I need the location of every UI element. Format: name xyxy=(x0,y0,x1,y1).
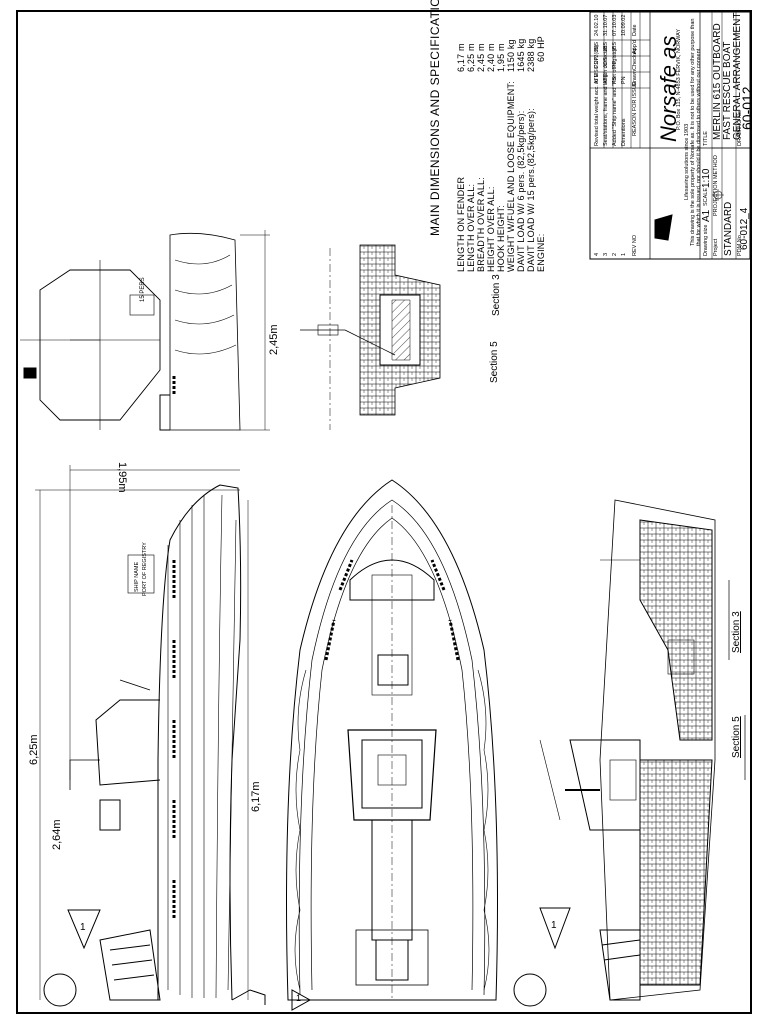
dimension-lof: 6,17m xyxy=(250,781,262,812)
revision-3-date: 31.10.07 xyxy=(603,14,609,36)
section-5-label-right: Section 5 xyxy=(731,716,742,758)
triangle-marker-3: 1 xyxy=(551,920,557,931)
revision-1-date: 10.09.02 xyxy=(621,14,627,36)
spec-value-length-fender: 6,17 m xyxy=(456,43,466,72)
scale-value: 1:10 xyxy=(701,168,712,188)
revision-3-no: 3 xyxy=(603,252,609,256)
front-view xyxy=(20,230,270,431)
spec-value-loa: 6,25 m xyxy=(466,43,476,72)
spec-label-hook-height: HOOK HEIGHT: xyxy=(496,205,506,272)
drawing-size-value: A1 xyxy=(701,209,712,222)
hull-port-of-registry: PORT OF REGISTRY xyxy=(142,542,148,596)
revision-1-no: 1 xyxy=(621,252,627,256)
side-profile-view xyxy=(35,465,266,1007)
title-block-frame xyxy=(589,11,751,260)
spec-value-engine: 60 HP xyxy=(536,35,546,62)
section-profile-view xyxy=(513,499,746,1007)
dimension-loa: 6,25m xyxy=(28,734,40,765)
revision-2-date: 07.10.03 xyxy=(612,14,618,36)
spec-label-engine: ENGINE: xyxy=(536,233,546,272)
revision-4-date: 24.02.10 xyxy=(594,14,600,36)
revision-4-chk: PDP xyxy=(594,56,600,68)
revision-4-no: 4 xyxy=(594,252,600,256)
project-label: Project xyxy=(713,238,719,256)
scale-label: SCALE xyxy=(703,187,709,206)
spec-value-davit-15: 2388 kg xyxy=(526,38,536,72)
company-address: P.O. Box 115, N-4853 FERVIK, NORWAY xyxy=(676,28,682,130)
hull-max-persons: 15 PERS xyxy=(140,277,146,302)
revision-4-app: JBS xyxy=(594,41,600,52)
project-value: STANDARD xyxy=(723,201,734,256)
rev-header-reason: REASON FOR ISSUE xyxy=(632,81,638,136)
spec-label-davit-15: DAVIT LOAD W/ 15 pers.(82,5kg/pers): xyxy=(526,108,536,272)
pdm-value: 60-012_4 xyxy=(739,207,750,250)
revision-2-no: 2 xyxy=(612,252,618,256)
section-3-label-top: Section 3 xyxy=(491,274,502,316)
rev-header-no: REV NO xyxy=(632,234,638,256)
rev-header-approved: App'd xyxy=(632,40,638,54)
spec-value-hook-height: 1,95 m xyxy=(496,43,506,72)
drawing-size-label: Drawing size xyxy=(703,224,709,256)
drawing-no-value: 60-012 xyxy=(739,86,755,130)
spec-label-loa: LENGTH OVER ALL: xyxy=(466,183,476,272)
revision-triangle-markers xyxy=(67,907,571,1011)
spec-label-length-fender: LENGTH ON FENDER xyxy=(456,176,466,272)
spec-value-weight: 1150 kg xyxy=(506,39,516,72)
dimension-breadth: 2,45m xyxy=(268,324,280,355)
spec-label-weight: WEIGHT W/FUEL AND LOOSE EQUIPMENT: xyxy=(506,81,516,272)
projection-label: PROJECTION METHOD xyxy=(713,155,719,216)
revision-3-chk: JOS xyxy=(603,57,609,68)
revision-2-chk: PP xyxy=(612,60,618,68)
spec-label-hoa: HEIGHT OVER ALL: xyxy=(486,186,496,272)
spec-label-boa: BREADTH OVER ALL: xyxy=(476,177,486,272)
dimension-hook-height: 1,95m xyxy=(116,462,128,493)
revision-3-by: ATE xyxy=(603,73,609,84)
plan-view xyxy=(286,479,498,1001)
rev-header-date: Date xyxy=(632,24,638,36)
spec-value-boa: 2,45 m xyxy=(476,43,486,72)
revision-2-by: KS xyxy=(612,76,618,84)
title-label: TITLE xyxy=(703,131,709,146)
section-5-label-top: Section 5 xyxy=(489,341,500,383)
revision-1-text: Dimentions xyxy=(621,118,627,146)
specs-title: MAIN DIMENSIONS AND SPECIFICATIONS xyxy=(428,0,442,236)
revision-1-by: PN xyxy=(621,76,627,84)
hull-ship-name: SHIP NAME xyxy=(134,561,140,592)
rev-header-drawn: Drawn xyxy=(632,70,638,86)
spec-value-davit-6: 1645 kg xyxy=(516,38,526,72)
revision-4-by: ATE xyxy=(594,73,600,84)
revision-3-app: JBS xyxy=(603,41,609,52)
triangle-marker-2: 1 xyxy=(296,993,302,1003)
dimension-console-height: 2,64m xyxy=(51,819,63,850)
triangle-marker-1: 1 xyxy=(80,922,86,933)
spec-value-hoa: 2,40 m xyxy=(486,43,496,72)
section-3-label-right: Section 3 xyxy=(731,611,742,653)
spec-label-davit-6: DAVIT LOAD W/ 6 pers. (82,5kg/pers): xyxy=(516,110,526,272)
drawing-sheet xyxy=(16,10,752,1014)
cross-section-view xyxy=(300,244,441,430)
revision-2-app: JBS xyxy=(612,41,618,52)
